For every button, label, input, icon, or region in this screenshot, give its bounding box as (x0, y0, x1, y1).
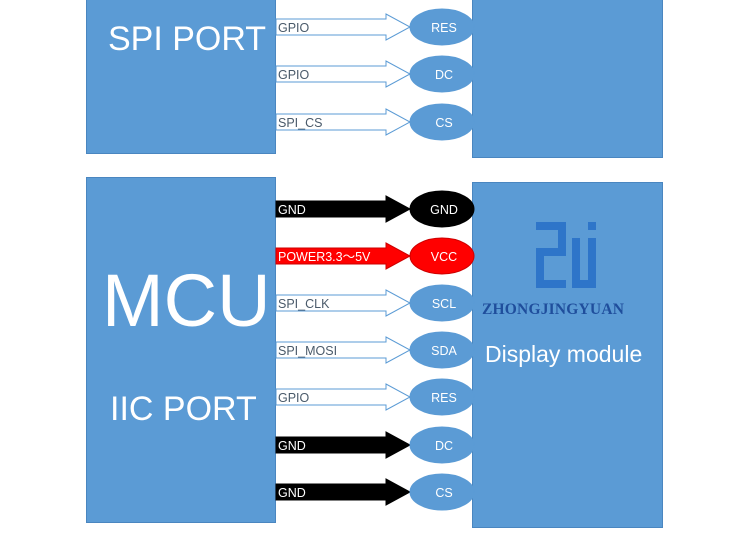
iic-signal-label-3: SPI_MOSI (278, 344, 337, 358)
iic-arrow-2 (275, 289, 412, 317)
iic-pin-label-1: VCC (431, 250, 457, 264)
iic-signal-label-5: GND (278, 439, 306, 453)
spi-arrow-2 (275, 108, 412, 136)
iic-pin-0 (409, 190, 475, 228)
iic-signal-label-2: SPI_CLK (278, 297, 330, 311)
display-module-label: Display module (485, 341, 643, 367)
spi-arrow-0 (275, 13, 412, 41)
spi-port-label: SPI PORT (108, 20, 267, 58)
spi-pin-0 (409, 8, 475, 46)
spi-pin-label-0: RES (431, 21, 457, 35)
display-module-block (472, 182, 663, 528)
iic-signal-label-4: GPIO (278, 391, 310, 405)
spi-pin-label-1: DC (435, 68, 453, 82)
spi-signal-label-0: GPIO (278, 21, 310, 35)
iic-arrow-1 (275, 242, 412, 270)
spi-port-block (86, 0, 276, 154)
spi-signal-label-2: SPI_CS (278, 116, 322, 130)
iic-pin-label-2: SCL (432, 297, 456, 311)
iic-pin-1 (409, 237, 475, 275)
mcu-label: MCU (102, 259, 271, 342)
iic-arrow-5 (275, 431, 412, 459)
spi-pin-1 (409, 55, 475, 93)
logo-text: ZHONGJINGYUAN (482, 301, 625, 318)
iic-signal-label-0: GND (278, 203, 306, 217)
iic-pin-label-6: CS (435, 486, 452, 500)
mcu-block (86, 177, 276, 523)
iic-port-label: IIC PORT (110, 390, 257, 428)
iic-arrow-4 (275, 383, 412, 411)
spi-pin-2 (409, 103, 475, 141)
iic-pin-label-3: SDA (431, 344, 457, 358)
iic-arrow-0 (275, 195, 412, 223)
spi-pin-label-2: CS (435, 116, 452, 130)
iic-pin-5 (409, 426, 475, 464)
iic-pin-label-5: DC (435, 439, 453, 453)
iic-pin-label-0: GND (430, 203, 458, 217)
iic-pin-3 (409, 331, 475, 369)
iic-arrow-3 (275, 336, 412, 364)
spi-signal-label-1: GPIO (278, 68, 310, 82)
iic-pin-label-4: RES (431, 391, 457, 405)
iic-pin-6 (409, 473, 475, 511)
zhongjingyuan-logo-icon (536, 222, 596, 288)
iic-signal-label-1: POWER3.3～5V (278, 250, 371, 264)
iic-pin-2 (409, 284, 475, 322)
spi-arrow-1 (275, 60, 412, 88)
display-top-block (472, 0, 663, 158)
iic-signal-label-6: GND (278, 486, 306, 500)
iic-pin-4 (409, 378, 475, 416)
iic-arrow-6 (275, 478, 412, 506)
